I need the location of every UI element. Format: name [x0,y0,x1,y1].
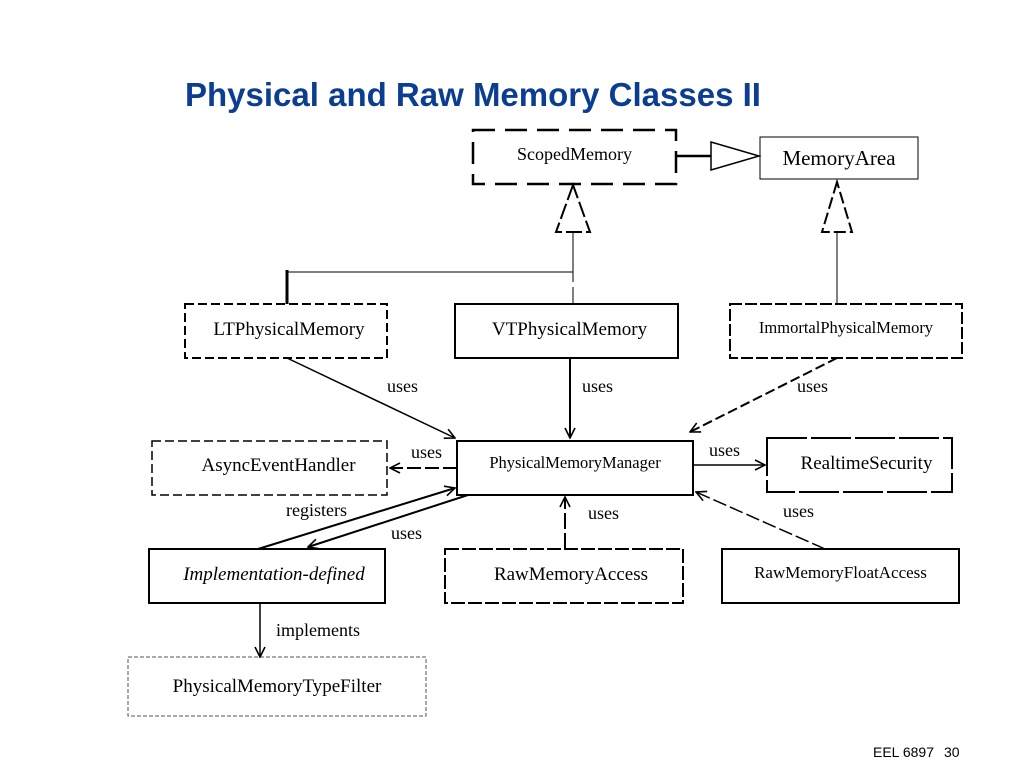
edge-scoped-extends-memory-area [676,141,762,171]
edge-immortal-extends-memory-area [820,178,854,304]
box-raw-memory-access [444,548,684,604]
box-scoped-memory [471,128,678,186]
label-impl-uses: uses [391,523,422,543]
edge-impl-registers-pmm [257,488,455,550]
label-pmm-uses-security: uses [709,440,740,460]
physical-memory-manager-label: PhysicalMemoryManager [489,453,661,472]
physical-memory-type-filter-label: PhysicalMemoryTypeFilter [172,675,382,697]
box-realtime-security [766,437,953,493]
raw-memory-float-access-label: RawMemoryFloatAccess [754,563,927,582]
immortal-physical-memory-label: ImmortalPhysicalMemory [758,318,934,337]
label-float-uses: uses [783,501,814,521]
slide-title: Physical and Raw Memory Classes II [185,76,761,113]
box-physical-memory-manager [456,440,694,496]
box-vt-physical-memory [454,303,679,359]
box-physical-memory-type-filter [127,656,427,717]
box-implementation-defined [148,548,386,604]
edge-float-uses-pmm [696,492,826,550]
box-memory-area [759,136,919,180]
slide-footer: EEL 6897 30 [873,744,960,760]
label-vt-uses: uses [582,376,613,396]
box-lt-physical-memory [184,303,388,359]
raw-memory-access-label: RawMemoryAccess [493,564,649,585]
course-code: EEL 6897 [873,744,934,760]
edge-pmm-uses-impl [308,494,469,547]
edge-lt-uses-pmm [286,357,455,438]
page-number: 30 [943,744,960,760]
edge-lt-vt-extends-scoped [285,182,592,304]
box-raw-memory-float-access [721,548,960,604]
realtime-security-label: RealtimeSecurity [800,453,933,474]
scoped-memory-label: ScopedMemory [517,143,632,164]
lt-physical-memory-label: LTPhysicalMemory [213,319,365,340]
implementation-defined-label: Implementation-defined [183,564,365,585]
memory-area-label: MemoryArea [782,145,896,170]
label-raw-uses: uses [588,503,619,523]
label-lt-uses: uses [387,376,418,396]
label-pmm-uses-async: uses [411,442,442,462]
box-immortal-physical-memory [729,303,963,359]
async-event-handler-label: AsyncEventHandler [201,455,356,476]
box-async-event-handler [151,440,388,496]
label-registers: registers [286,500,347,520]
label-implements: implements [276,620,360,640]
label-immortal-uses: uses [797,376,828,396]
vt-physical-memory-label: VTPhysicalMemory [491,319,648,340]
